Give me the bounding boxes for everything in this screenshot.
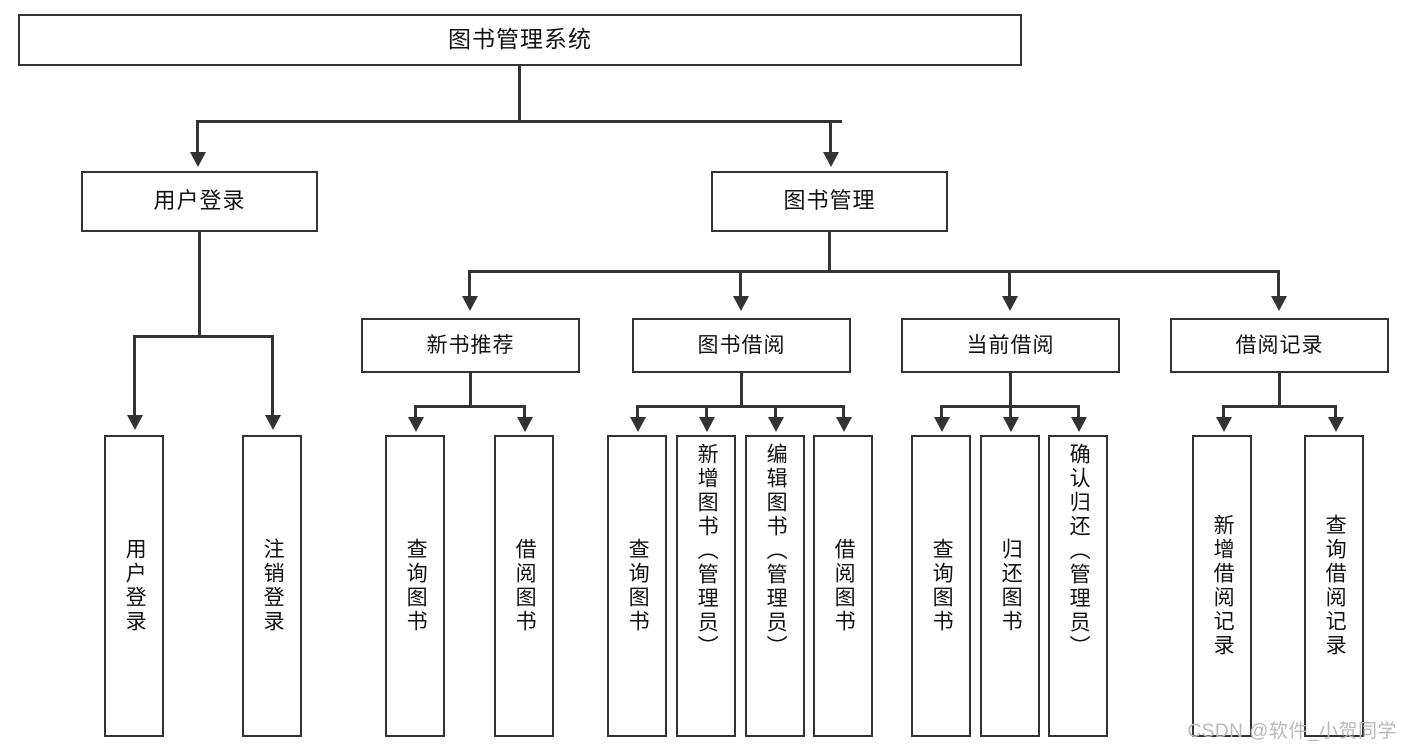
arrowhead-new-book-to-leaf-2 — [517, 417, 533, 432]
node-book-borrow-label: 图书借阅 — [697, 333, 786, 357]
arrowhead-borrow-record-to-leaf-2 — [1328, 417, 1344, 432]
connector-bm-to-current-borrow — [1008, 270, 1011, 298]
node-current-borrow[interactable]: 当前借阅 — [901, 318, 1120, 373]
arrowhead-book-borrow-to-leaf-2 — [699, 417, 715, 432]
leaf-book-borrow-query-book[interactable]: 查询图书 — [607, 435, 667, 737]
leaf-label: 归还图书 — [999, 538, 1023, 634]
connector-current-borrow-stem — [1009, 373, 1012, 407]
connector-user-login-stem — [198, 232, 201, 337]
arrowhead-book-borrow-to-leaf-4 — [836, 417, 852, 432]
leaf-book-borrow-edit-book-admin[interactable]: 编辑图书（管理员） — [745, 435, 805, 737]
node-book-borrow[interactable]: 图书借阅 — [632, 318, 851, 373]
leaf-label: 新增图书（管理员） — [695, 443, 719, 659]
connector-root-bus — [196, 120, 842, 123]
node-new-book-recommend[interactable]: 新书推荐 — [361, 318, 580, 373]
leaf-label: 借阅图书 — [832, 538, 856, 634]
arrowhead-book-borrow-to-leaf-1 — [630, 417, 646, 432]
connector-borrow-record-to-leaf-2 — [1334, 405, 1337, 419]
arrowhead-book-borrow-to-leaf-3 — [768, 417, 784, 432]
connector-new-book-to-leaf-2 — [523, 405, 526, 419]
connector-borrow-record-stem — [1278, 373, 1281, 407]
connector-current-borrow-to-leaf-3 — [1077, 405, 1080, 419]
connector-root-to-book-management — [829, 120, 832, 154]
node-root-label: 图书管理系统 — [448, 26, 592, 53]
leaf-label: 新增借阅记录 — [1211, 514, 1235, 658]
leaf-borrow-record-add-record[interactable]: 新增借阅记录 — [1192, 435, 1252, 737]
leaf-label: 借阅图书 — [513, 538, 537, 634]
arrowhead-bm-to-book-borrow — [733, 296, 749, 311]
connector-bm-to-borrow-record — [1277, 270, 1280, 298]
leaf-user-login-logout[interactable]: 注销登录 — [242, 435, 302, 737]
connector-book-borrow-to-leaf-2 — [705, 405, 708, 419]
leaf-current-borrow-query-book[interactable]: 查询图书 — [911, 435, 971, 737]
connector-book-borrow-stem — [740, 373, 743, 407]
arrowhead-borrow-record-to-leaf-1 — [1216, 417, 1232, 432]
leaf-label: 查询借阅记录 — [1323, 514, 1347, 658]
arrowhead-bm-to-borrow-record — [1271, 296, 1287, 311]
leaf-label: 查询图书 — [404, 538, 428, 634]
arrowhead-user-login-to-leaf-2 — [265, 415, 281, 430]
arrowhead-new-book-to-leaf-1 — [408, 417, 424, 432]
leaf-label: 注销登录 — [261, 538, 285, 634]
leaf-borrow-record-query-record[interactable]: 查询借阅记录 — [1304, 435, 1364, 737]
node-new-book-recommend-label: 新书推荐 — [426, 333, 515, 357]
arrowhead-bm-to-new-book — [462, 296, 478, 311]
connector-current-borrow-to-leaf-1 — [940, 405, 943, 419]
connector-new-book-to-leaf-1 — [414, 405, 417, 419]
node-book-management[interactable]: 图书管理 — [711, 171, 948, 232]
leaf-book-borrow-borrow-book[interactable]: 借阅图书 — [813, 435, 873, 737]
node-user-login[interactable]: 用户登录 — [81, 171, 318, 232]
arrowhead-bm-to-current-borrow — [1002, 296, 1018, 311]
connector-new-book-stem — [469, 373, 472, 407]
leaf-user-login-login[interactable]: 用户登录 — [104, 435, 164, 737]
node-current-borrow-label: 当前借阅 — [966, 333, 1055, 357]
connector-borrow-record-bus — [1222, 405, 1336, 408]
node-book-management-label: 图书管理 — [783, 188, 876, 214]
arrowhead-current-borrow-to-leaf-3 — [1071, 417, 1087, 432]
leaf-book-borrow-add-book-admin[interactable]: 新增图书（管理员） — [676, 435, 736, 737]
arrowhead-current-borrow-to-leaf-1 — [934, 417, 950, 432]
connector-book-borrow-to-leaf-3 — [774, 405, 777, 419]
connector-new-book-bus — [414, 405, 525, 408]
connector-bm-to-book-borrow — [739, 270, 742, 298]
leaf-label: 用户登录 — [123, 538, 147, 634]
connector-user-login-to-leaf-1 — [133, 335, 136, 417]
connector-root-stem — [518, 66, 521, 122]
connector-book-management-stem — [828, 232, 831, 272]
node-borrow-record-label: 借阅记录 — [1235, 333, 1324, 357]
connector-book-management-bus — [468, 270, 1280, 273]
arrowhead-root-to-book-management — [823, 152, 839, 167]
node-root-book-management-system[interactable]: 图书管理系统 — [18, 14, 1022, 66]
leaf-current-borrow-return-book[interactable]: 归还图书 — [980, 435, 1040, 737]
connector-book-borrow-to-leaf-1 — [636, 405, 639, 419]
connector-current-borrow-to-leaf-2 — [1009, 405, 1012, 419]
connector-user-login-bus — [133, 335, 273, 338]
arrowhead-root-to-user-login — [190, 152, 206, 167]
connector-user-login-to-leaf-2 — [271, 335, 274, 417]
leaf-current-borrow-confirm-return-admin[interactable]: 确认归还（管理员） — [1048, 435, 1108, 737]
leaf-new-book-query-book[interactable]: 查询图书 — [385, 435, 445, 737]
leaf-label: 确认归还（管理员） — [1067, 443, 1091, 659]
arrowhead-user-login-to-leaf-1 — [127, 415, 143, 430]
connector-book-borrow-bus — [636, 405, 844, 408]
node-borrow-record[interactable]: 借阅记录 — [1170, 318, 1389, 373]
connector-bm-to-new-book — [468, 270, 471, 298]
leaf-new-book-borrow-book[interactable]: 借阅图书 — [494, 435, 554, 737]
leaf-label: 查询图书 — [626, 538, 650, 634]
csdn-watermark: CSDN @软件_小贺同学 — [1187, 721, 1397, 742]
arrowhead-current-borrow-to-leaf-2 — [1003, 417, 1019, 432]
leaf-label: 查询图书 — [930, 538, 954, 634]
connector-book-borrow-to-leaf-4 — [842, 405, 845, 419]
connector-borrow-record-to-leaf-1 — [1222, 405, 1225, 419]
node-user-login-label: 用户登录 — [153, 188, 246, 214]
connector-root-to-user-login — [196, 120, 199, 154]
leaf-label: 编辑图书（管理员） — [764, 443, 788, 659]
